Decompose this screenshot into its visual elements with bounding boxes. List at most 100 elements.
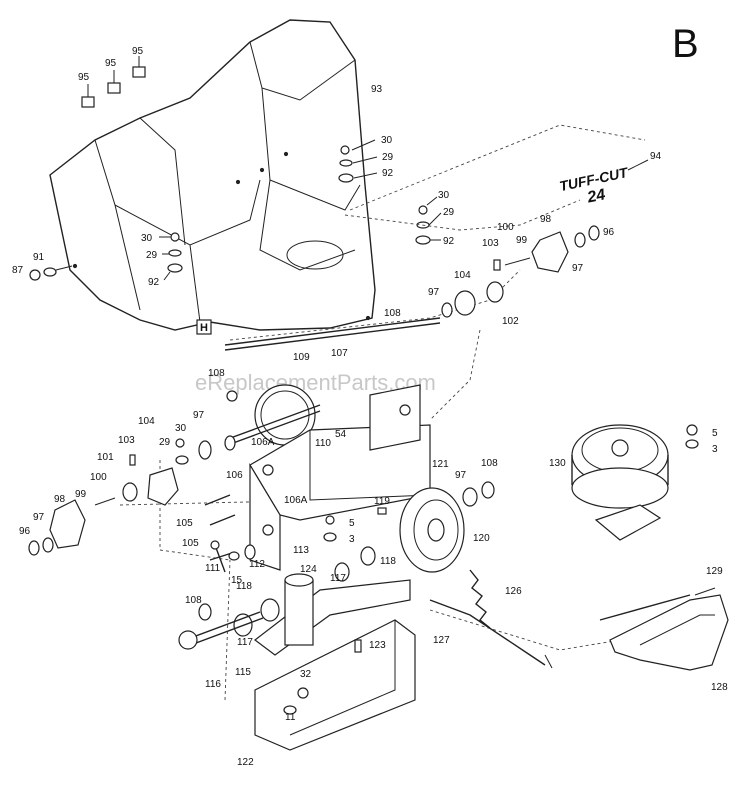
part-5: 5 [349, 518, 355, 529]
part-3: 3 [349, 534, 355, 545]
part-92: 92 [443, 236, 455, 247]
bolt-group-111 [210, 507, 387, 573]
part-54: 54 [335, 429, 347, 440]
pulley-120 [334, 481, 495, 582]
part-108: 108 [481, 458, 498, 469]
bracket-115 [233, 573, 411, 656]
spring-and-link [429, 569, 553, 669]
part-11: 11 [285, 712, 296, 723]
part-95: 95 [105, 58, 117, 69]
part-labels: 95 95 95 93 30 29 92 94 30 29 92 30 29 9… [12, 46, 728, 768]
part-92: 92 [148, 277, 160, 288]
part-106a: 106A [251, 437, 275, 448]
section-letter: B [672, 22, 699, 66]
part-129: 129 [706, 566, 723, 577]
bolt-87-91 [29, 265, 73, 281]
shaft-116 [178, 603, 264, 650]
part-96: 96 [19, 526, 31, 537]
part-103: 103 [482, 238, 499, 249]
part-97: 97 [33, 512, 45, 523]
frame-marker: H [200, 322, 208, 334]
part-15: 15 [231, 575, 243, 586]
part-96: 96 [603, 227, 615, 238]
frame-marker-box [196, 319, 212, 335]
engine-pulley-130 [571, 424, 699, 541]
part-112: 112 [249, 559, 265, 570]
part-99: 99 [75, 489, 87, 500]
part-130: 130 [549, 458, 566, 469]
part-122: 122 [237, 757, 254, 768]
part-128: 128 [711, 682, 728, 693]
part-97: 97 [428, 287, 440, 298]
part-95: 95 [132, 46, 144, 57]
part-118: 118 [380, 556, 396, 567]
hardware-stack-upper [159, 139, 442, 281]
part-119: 119 [374, 496, 390, 507]
part-102: 102 [502, 316, 519, 327]
part-123: 123 [369, 640, 386, 651]
part-103: 103 [118, 435, 135, 446]
right-shaft-hardware [441, 225, 600, 318]
part-30: 30 [438, 190, 450, 201]
part-97: 97 [572, 263, 584, 274]
part-115: 115 [235, 667, 251, 678]
part-127: 127 [433, 635, 450, 646]
part-111: 111 [205, 563, 221, 574]
part-95: 95 [78, 72, 90, 83]
part-32: 32 [300, 669, 312, 680]
main-shaft-and-gear [224, 317, 441, 451]
leader-94 [627, 159, 649, 171]
part-92: 92 [382, 168, 394, 179]
frame-113 [249, 384, 431, 571]
part-100: 100 [497, 222, 514, 233]
part-105: 105 [182, 538, 199, 549]
belt-guard-128 [599, 587, 729, 671]
part-98: 98 [54, 494, 66, 505]
decal-text-line2: 24 [585, 186, 607, 207]
part-108: 108 [384, 308, 401, 319]
part-106a: 106A [284, 495, 308, 506]
part-120: 120 [473, 533, 490, 544]
part-101: 101 [97, 452, 114, 463]
part-29: 29 [159, 437, 171, 448]
part-29: 29 [146, 250, 158, 261]
part-104: 104 [454, 270, 471, 281]
part-99: 99 [516, 235, 528, 246]
bracket-122 [254, 619, 416, 751]
part-5: 5 [712, 428, 718, 439]
part-107: 107 [331, 348, 348, 359]
decal-95-group [81, 56, 146, 108]
part-30: 30 [175, 423, 187, 434]
part-117: 117 [237, 637, 253, 648]
part-104: 104 [138, 416, 155, 427]
part-97: 97 [455, 470, 467, 481]
part-126: 126 [505, 586, 522, 597]
part-109: 109 [293, 352, 310, 363]
part-29: 29 [382, 152, 394, 163]
part-29: 29 [443, 207, 455, 218]
part-108: 108 [208, 368, 225, 379]
part-3: 3 [712, 444, 718, 455]
part-113: 113 [293, 545, 309, 556]
part-93: 93 [371, 84, 383, 95]
part-100: 100 [90, 472, 107, 483]
part-110: 110 [315, 438, 331, 449]
part-87: 87 [12, 265, 24, 276]
part-30: 30 [381, 135, 393, 146]
part-91: 91 [33, 252, 45, 263]
part-97: 97 [193, 410, 205, 421]
part-106: 106 [226, 470, 243, 481]
part-118: 118 [236, 581, 252, 592]
part-94: 94 [650, 151, 662, 162]
auger-housing [49, 19, 376, 331]
left-shaft-hardware [28, 438, 236, 561]
part-105: 105 [176, 518, 193, 529]
part-98: 98 [540, 214, 552, 225]
part-124: 124 [300, 564, 317, 575]
part-116: 116 [205, 679, 221, 690]
part-121: 121 [432, 459, 449, 470]
part-108: 108 [185, 595, 202, 606]
part-30: 30 [141, 233, 153, 244]
